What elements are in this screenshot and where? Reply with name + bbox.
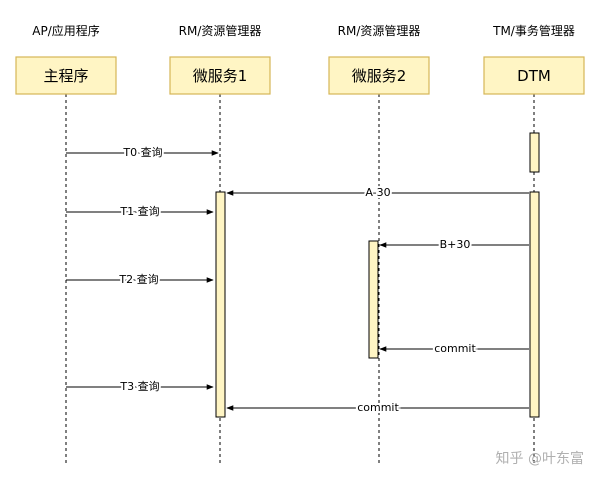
activation-service2 xyxy=(368,240,379,359)
message-label-a30: A-30 xyxy=(365,186,390,199)
participant-name-main: 主程序 xyxy=(43,67,88,85)
participant-service1: 微服务1 xyxy=(169,56,271,95)
participant-service2: 微服务2 xyxy=(328,56,430,95)
activation-dtm-2 xyxy=(529,191,540,418)
participant-name-service2: 微服务2 xyxy=(352,67,407,85)
participant-dtm: DTM xyxy=(483,56,585,95)
participant-main: 主程序 xyxy=(15,56,117,95)
message-label-b30: B+30 xyxy=(440,238,471,251)
activation-dtm-1 xyxy=(529,132,540,173)
participant-name-dtm: DTM xyxy=(517,67,551,85)
message-label-t3: T3 查询 xyxy=(119,379,159,393)
participant-role-rm1: RM/资源管理器 xyxy=(179,23,262,38)
watermark: 知乎 @叶东富 xyxy=(496,450,584,467)
participant-role-ap: AP/应用程序 xyxy=(32,23,100,38)
activation-service1 xyxy=(215,191,226,418)
participant-role-rm2: RM/资源管理器 xyxy=(338,23,421,38)
message-label-commit-2: commit xyxy=(434,342,476,355)
participant-name-service1: 微服务1 xyxy=(193,67,248,85)
message-label-commit-1: commit xyxy=(357,401,399,414)
participant-role-tm: TM/事务管理器 xyxy=(492,23,575,38)
message-label-t0: T0 查询 xyxy=(122,145,162,159)
message-label-t1: T1 查询 xyxy=(119,204,159,218)
message-label-t2: T2 查询 xyxy=(118,272,158,286)
